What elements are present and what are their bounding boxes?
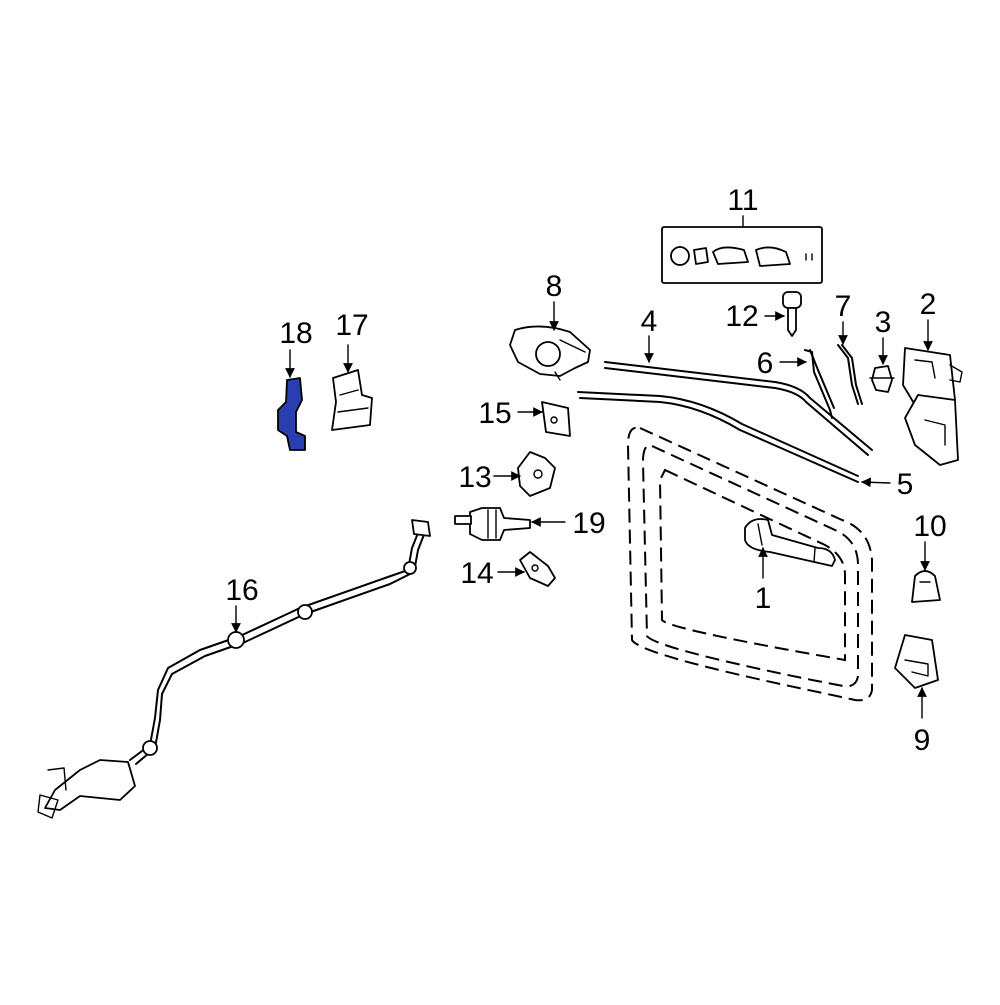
callout-16: 16 — [225, 574, 258, 607]
part-10-bumper — [911, 570, 941, 603]
part-14-bracket — [519, 551, 556, 587]
part-6-rod — [804, 349, 835, 419]
part-15-plate — [541, 401, 571, 437]
callout-19: 19 — [572, 507, 605, 540]
part-1-door-handle — [744, 518, 836, 567]
callout-12: 12 — [725, 300, 758, 333]
door-outline — [626, 426, 873, 702]
part-9-striker — [894, 634, 939, 689]
callout-4: 4 — [641, 305, 658, 338]
callout-arrows — [231, 215, 933, 719]
callout-15: 15 — [478, 397, 511, 430]
highlighted-part-shape — [277, 377, 306, 451]
part-4-upper-rod — [604, 361, 873, 456]
part-13-bracket — [517, 451, 556, 497]
part-11-lock-cylinder-kit — [661, 226, 823, 284]
callout-14: 14 — [460, 557, 493, 590]
part-17-seal — [331, 369, 373, 431]
part-2-door-latch — [902, 347, 963, 466]
part-7-rod — [837, 344, 863, 405]
callout-17: 17 — [335, 309, 368, 342]
callout-13: 13 — [458, 461, 491, 494]
callout-10: 10 — [913, 510, 946, 543]
callout-9: 9 — [914, 724, 931, 757]
callout-1: 1 — [755, 582, 772, 615]
callout-18: 18 — [279, 317, 312, 350]
callout-11: 11 — [727, 184, 758, 217]
callout-2: 2 — [920, 288, 937, 321]
part-18-highlighted — [277, 377, 306, 451]
part-16-wiring-harness — [37, 519, 431, 819]
callout-7: 7 — [835, 290, 852, 323]
callout-6: 6 — [757, 347, 774, 380]
part-12-key — [782, 291, 802, 337]
callout-3: 3 — [875, 306, 892, 339]
part-3-clip — [869, 365, 895, 393]
callout-labels: 1 2 3 4 5 6 7 8 9 10 11 12 13 14 15 16 1… — [225, 184, 946, 757]
callout-8: 8 — [546, 270, 563, 303]
part-8-inside-handle — [509, 325, 591, 381]
part-19-pin — [454, 507, 531, 541]
part-5-lower-rod — [577, 391, 859, 483]
callout-5: 5 — [897, 468, 914, 501]
